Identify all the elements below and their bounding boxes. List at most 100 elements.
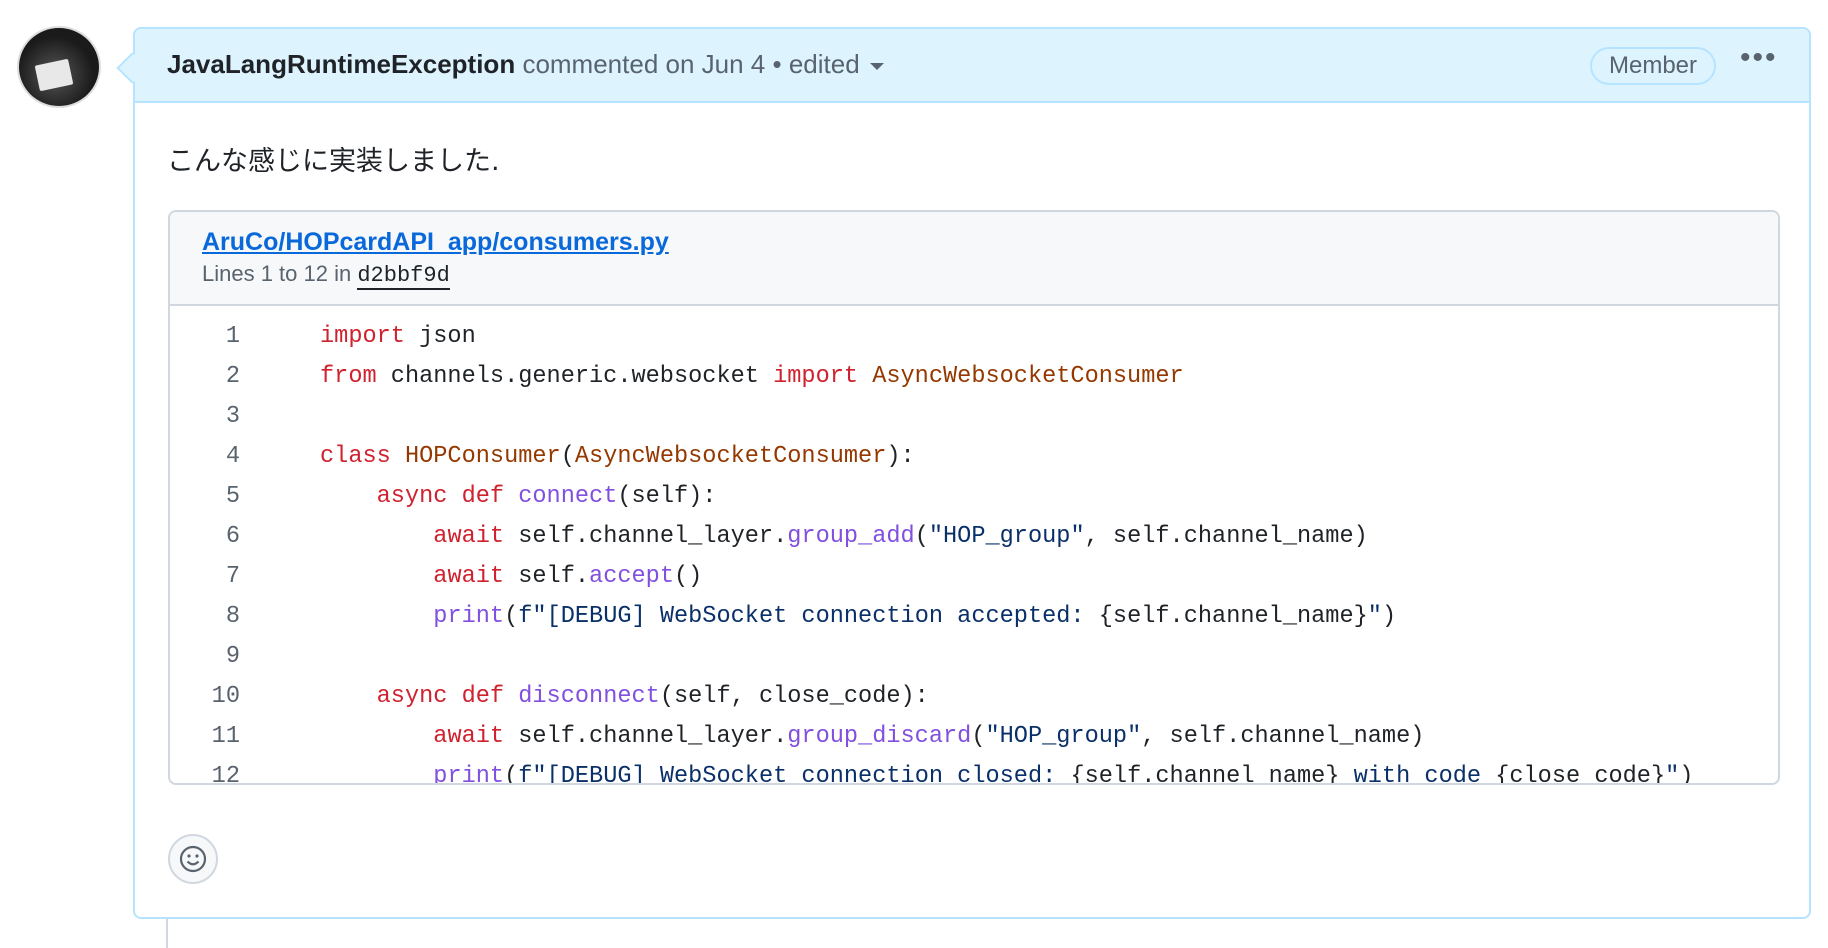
line-number[interactable]: 11	[211, 722, 240, 750]
code-token: async def	[376, 482, 505, 510]
meta-separator: •	[772, 49, 782, 79]
line-code	[240, 636, 1693, 676]
code-token: (self):	[617, 482, 717, 510]
lines-label: Lines 1 to 12 in	[202, 261, 352, 286]
add-reaction-button[interactable]	[168, 834, 218, 884]
code-token: self.channel_layer.	[504, 522, 788, 550]
line-number[interactable]: 6	[225, 522, 240, 550]
code-token: import	[773, 362, 859, 390]
code-token	[320, 683, 377, 710]
code-token	[320, 723, 433, 750]
chevron-down-icon[interactable]	[869, 62, 884, 70]
line-code: print(f"[DEBUG] WebSocket connection acc…	[240, 596, 1693, 636]
code-line: 8 print(f"[DEBUG] WebSocket connection a…	[170, 596, 1693, 636]
code-token: (	[560, 442, 575, 470]
code-line: 12 print(f"[DEBUG] WebSocket connection …	[170, 756, 1694, 785]
code-token: import	[320, 322, 405, 350]
code-token: print	[433, 602, 505, 630]
code-line: 3	[170, 396, 1693, 436]
comment-body: こんな感じに実装しました.	[167, 146, 500, 177]
code-token: group_discard	[787, 722, 972, 750]
laptop-image	[34, 58, 74, 92]
line-code: from channels.generic.websocket import A…	[240, 356, 1693, 396]
code-token: {close_code}	[1495, 762, 1666, 785]
code-token: with code	[1339, 762, 1496, 785]
edited-dropdown[interactable]: edited	[788, 49, 860, 79]
author-link[interactable]: JavaLangRuntimeException	[167, 49, 516, 79]
comment-header: JavaLangRuntimeException commented on Ju…	[135, 29, 1809, 103]
line-number[interactable]: 10	[211, 682, 240, 710]
code-token: ):	[886, 442, 915, 470]
code-snippet: AruCo/HOPcardAPI_app/consumers.py Lines …	[168, 210, 1780, 785]
commit-sha-link[interactable]: d2bbf9d	[357, 263, 450, 290]
line-code: class HOPConsumer(AsyncWebsocketConsumer…	[240, 436, 1693, 476]
code-token	[320, 483, 377, 510]
code-token: (	[914, 522, 929, 550]
code-token: print	[433, 762, 505, 785]
code-token: disconnect	[504, 682, 660, 710]
code-line: 6 await self.channel_layer.group_add("HO…	[170, 516, 1693, 556]
smiley-icon	[179, 845, 207, 873]
code-line: 7 await self.accept()	[170, 556, 1693, 596]
code-token	[320, 603, 433, 630]
line-code: import json	[240, 316, 1693, 356]
code-token: (	[971, 722, 986, 750]
code-token: HOPConsumer	[390, 442, 561, 470]
code-token: self.	[504, 562, 590, 590]
line-number[interactable]: 1	[225, 322, 240, 350]
code-token: group_add	[787, 522, 915, 550]
code-token: AsyncWebsocketConsumer	[574, 442, 887, 470]
author-avatar[interactable]	[17, 26, 101, 108]
line-number[interactable]: 4	[225, 442, 240, 470]
comment-timestamp[interactable]: commented on Jun 4	[522, 49, 766, 79]
line-number[interactable]: 3	[225, 402, 240, 430]
code-token: AsyncWebsocketConsumer	[858, 362, 1184, 390]
code-token: )	[1679, 762, 1694, 785]
code-token: {self.channel_name}	[1098, 602, 1368, 630]
code-token	[320, 763, 433, 784]
code-token: json	[404, 322, 476, 350]
code-token: channels.generic.websocket	[376, 362, 774, 390]
line-code: await self.channel_layer.group_discard("…	[240, 716, 1693, 756]
code-token: accept	[589, 562, 674, 590]
code-token: {self.channel_name}	[1070, 762, 1340, 785]
line-code: await self.accept()	[240, 556, 1693, 596]
member-badge: Member	[1590, 47, 1716, 85]
code-token: from	[320, 362, 377, 390]
code-line: 10 async def disconnect(self, close_code…	[170, 676, 1693, 716]
code-token: "HOP_group"	[985, 722, 1142, 750]
comment-box: JavaLangRuntimeException commented on Ju…	[116, 27, 1811, 919]
kebab-menu-icon[interactable]: •••	[1740, 41, 1778, 74]
code-token: connect	[504, 482, 618, 510]
line-code: async def connect(self):	[240, 476, 1693, 516]
code-token: await	[433, 562, 505, 590]
code-line: 5 async def connect(self):	[170, 476, 1693, 516]
line-code	[240, 396, 1693, 436]
snippet-header: AruCo/HOPcardAPI_app/consumers.py Lines …	[170, 212, 1778, 306]
code-token: (	[504, 762, 519, 785]
code-line: 11 await self.channel_layer.group_discar…	[170, 716, 1693, 756]
code-token: , self.channel_name)	[1141, 722, 1425, 750]
code-token: "HOP_group"	[928, 522, 1085, 550]
line-number[interactable]: 9	[225, 642, 240, 670]
line-number[interactable]: 8	[225, 602, 240, 630]
line-code: print(f"[DEBUG] WebSocket connection clo…	[240, 756, 1694, 785]
code-token: ()	[673, 562, 703, 590]
line-number[interactable]: 5	[225, 482, 240, 510]
code-token: async def	[376, 682, 505, 710]
timeline-line	[166, 918, 168, 948]
code-token: "	[1665, 762, 1680, 785]
line-code: async def disconnect(self, close_code):	[240, 676, 1693, 716]
code-token: (self, close_code):	[659, 682, 929, 710]
code-token	[320, 563, 433, 590]
line-number[interactable]: 2	[225, 362, 240, 390]
code-token: await	[433, 722, 505, 750]
file-link[interactable]: AruCo/HOPcardAPI_app/consumers.py	[202, 228, 669, 256]
line-number[interactable]: 12	[211, 762, 240, 785]
code-token: f"[DEBUG] WebSocket connection closed:	[518, 762, 1071, 785]
line-number[interactable]: 7	[225, 562, 240, 590]
code-token	[320, 523, 433, 550]
